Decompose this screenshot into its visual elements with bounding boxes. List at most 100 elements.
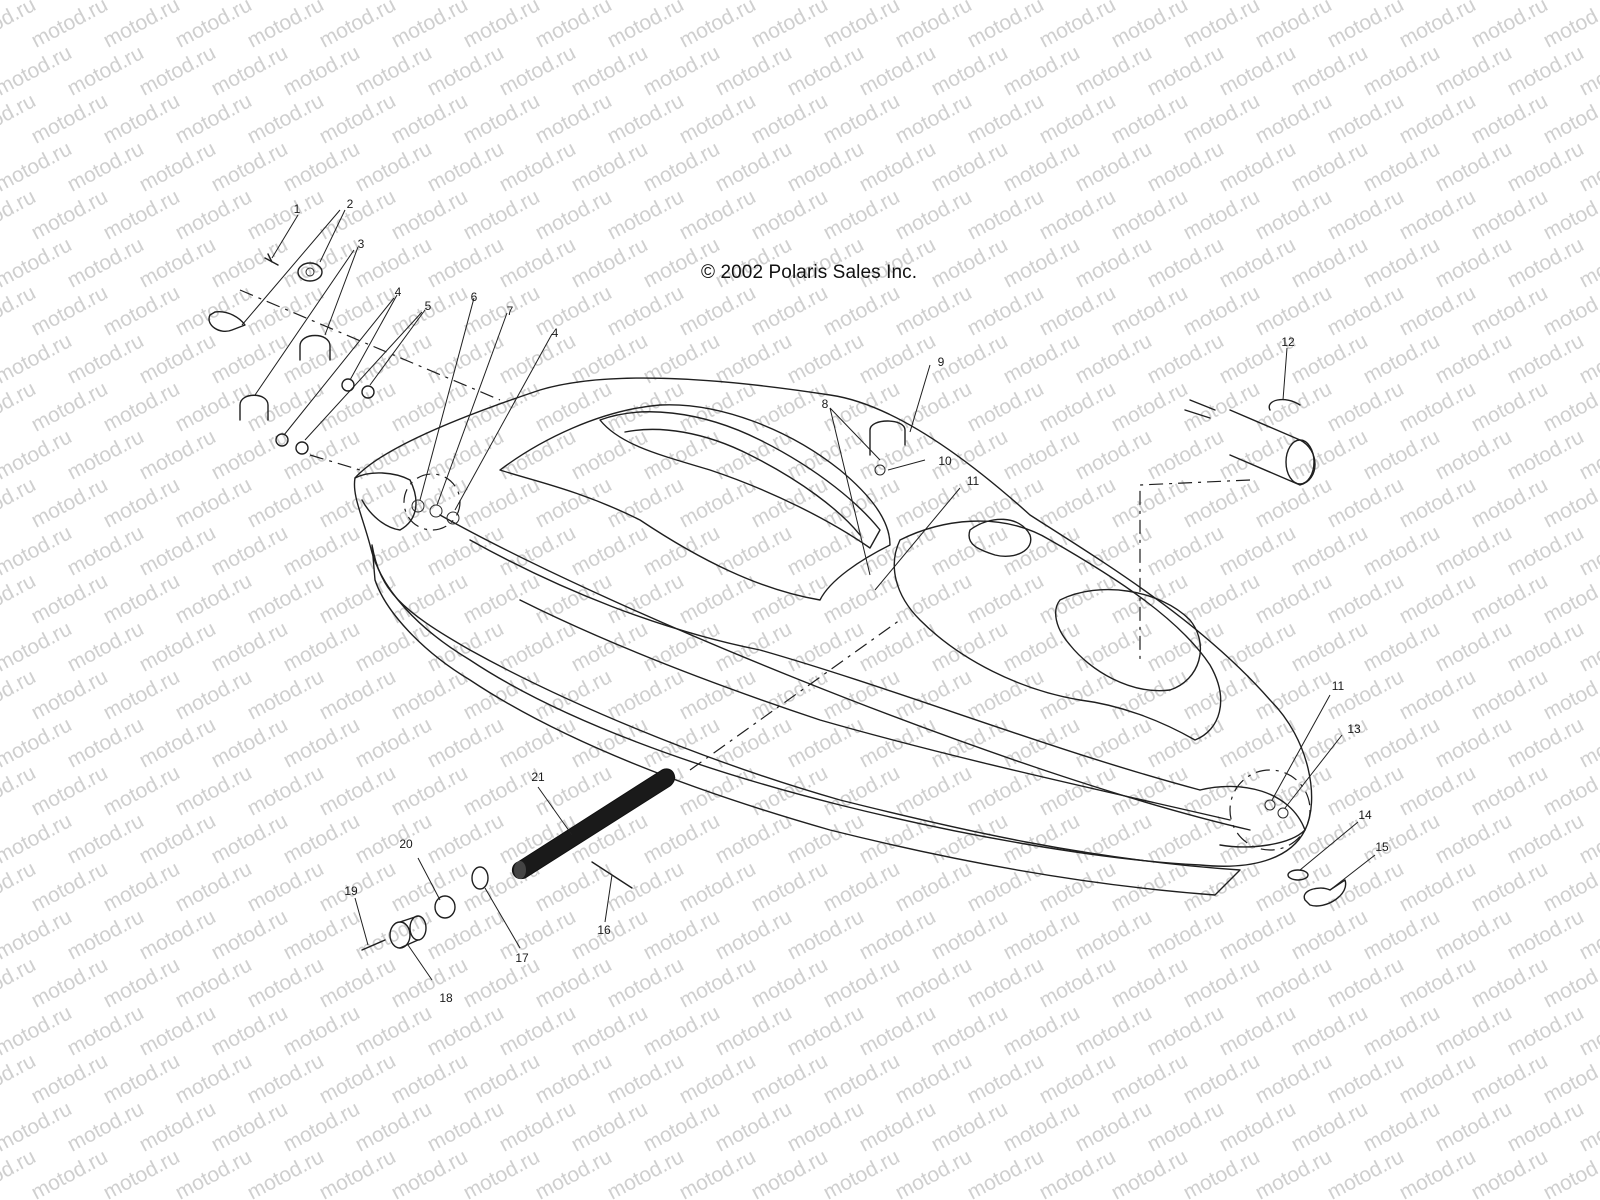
watermark-text: motod.ru (856, 713, 940, 772)
watermark-text: motod.ru (964, 1145, 1048, 1200)
watermark-text: motod.ru (1036, 89, 1120, 148)
watermark-text: motod.ru (388, 1145, 472, 1200)
watermark-text: motod.ru (820, 569, 904, 628)
watermark-text: motod.ru (316, 89, 400, 148)
watermark-text: motod.ru (496, 713, 580, 772)
watermark-text: motod.ru (424, 329, 508, 388)
watermark-text: motod.ru (532, 185, 616, 244)
watermark-text: motod.ru (136, 713, 220, 772)
watermark-text: motod.ru (172, 569, 256, 628)
watermark-text: motod.ru (856, 137, 940, 196)
watermark-text: motod.ru (1000, 1001, 1084, 1060)
watermark-text: motod.ru (352, 713, 436, 772)
watermark-text: motod.ru (136, 905, 220, 964)
watermark-text: motod.ru (64, 137, 148, 196)
watermark-text: motod.ru (208, 233, 292, 292)
watermark-text: motod.ru (1252, 1049, 1336, 1108)
watermark-text: motod.ru (1144, 809, 1228, 868)
watermark-text: motod.ru (1216, 137, 1300, 196)
watermark-text: motod.ru (712, 1001, 796, 1060)
watermark-text: motod.ru (136, 617, 220, 676)
callout-8: 8 (822, 397, 829, 411)
watermark-text: motod.ru (1180, 281, 1264, 340)
watermark-text: motod.ru (1540, 761, 1600, 820)
watermark-text: motod.ru (1072, 521, 1156, 580)
watermark-text: motod.ru (424, 425, 508, 484)
watermark-text: motod.ru (244, 857, 328, 916)
callout-10: 10 (938, 454, 952, 468)
watermark-text: motod.ru (712, 617, 796, 676)
watermark-text: motod.ru (748, 185, 832, 244)
watermark-text: motod.ru (388, 0, 472, 52)
watermark-text: motod.ru (28, 0, 112, 52)
grommet-13 (1277, 807, 1289, 819)
watermark-text: motod.ru (1288, 137, 1372, 196)
watermark-text: motod.ru (1324, 0, 1408, 52)
watermark-text: motod.ru (136, 1001, 220, 1060)
watermark-text: motod.ru (640, 905, 724, 964)
watermark-text: motod.ru (1468, 185, 1552, 244)
watermark-text: motod.ru (172, 761, 256, 820)
watermark-text: motod.ru (64, 425, 148, 484)
watermark-text: motod.ru (424, 713, 508, 772)
watermark-text: motod.ru (748, 1049, 832, 1108)
watermark-text: motod.ru (712, 713, 796, 772)
watermark-text: motod.ru (1108, 185, 1192, 244)
watermark-text: motod.ru (280, 425, 364, 484)
watermark-text: motod.ru (784, 905, 868, 964)
watermark-text: motod.ru (424, 809, 508, 868)
watermark-text: motod.ru (748, 665, 832, 724)
watermark-text: motod.ru (1036, 857, 1120, 916)
watermark-text: motod.ru (280, 713, 364, 772)
watermark-text: motod.ru (64, 41, 148, 100)
watermark-text: motod.ru (316, 185, 400, 244)
watermark-text: motod.ru (1504, 617, 1588, 676)
watermark-text: motod.ru (1072, 137, 1156, 196)
watermark-text: motod.ru (1360, 905, 1444, 964)
watermark-text: motod.ru (1000, 329, 1084, 388)
watermark-text: motod.ru (1108, 377, 1192, 436)
watermark-text: motod.ru (136, 1097, 220, 1156)
watermark-text: motod.ru (1108, 89, 1192, 148)
watermark-text: motod.ru (892, 857, 976, 916)
watermark-text: motod.ru (568, 425, 652, 484)
watermark-text: motod.ru (604, 857, 688, 916)
watermark-text: motod.ru (964, 761, 1048, 820)
watermark-text: motod.ru (1432, 809, 1516, 868)
watermark-text: motod.ru (280, 521, 364, 580)
grommet-4b (446, 511, 460, 525)
watermark-text: motod.ru (1468, 569, 1552, 628)
watermark-text: motod.ru (820, 89, 904, 148)
watermark-text: motod.ru (100, 1049, 184, 1108)
watermark-text: motod.ru (352, 41, 436, 100)
watermark-text: motod.ru (1072, 233, 1156, 292)
watermark-text: motod.ru (1036, 665, 1120, 724)
watermark-text: motod.ru (1072, 1097, 1156, 1156)
watermark-text: motod.ru (1036, 281, 1120, 340)
watermark-text: motod.ru (1252, 665, 1336, 724)
watermark-text: motod.ru (64, 233, 148, 292)
watermark-text: motod.ru (1036, 953, 1120, 1012)
watermark-text: motod.ru (1468, 0, 1552, 52)
watermark-text: motod.ru (856, 329, 940, 388)
watermark-text: motod.ru (1252, 953, 1336, 1012)
watermark-text: motod.ru (964, 953, 1048, 1012)
watermark-text: motod.ru (1504, 809, 1588, 868)
watermark-text: motod.ru (1468, 1145, 1552, 1200)
watermark-text: motod.ru (1504, 713, 1588, 772)
watermark-text: motod.ru (28, 857, 112, 916)
watermark-text: motod.ru (1432, 521, 1516, 580)
watermark-text: motod.ru (1360, 617, 1444, 676)
callout-14: 14 (1358, 808, 1372, 822)
watermark-text: motod.ru (892, 281, 976, 340)
watermark-text: motod.ru (604, 953, 688, 1012)
watermark-text: motod.ru (1396, 0, 1480, 52)
watermark-text: motod.ru (532, 953, 616, 1012)
watermark-text: motod.ru (1144, 425, 1228, 484)
watermark-text: motod.ru (1000, 41, 1084, 100)
watermark-text: motod.ru (496, 617, 580, 676)
watermark-text: motod.ru (28, 569, 112, 628)
callout-21: 21 (531, 770, 545, 784)
watermark-text: motod.ru (460, 953, 544, 1012)
watermark-text: motod.ru (172, 89, 256, 148)
